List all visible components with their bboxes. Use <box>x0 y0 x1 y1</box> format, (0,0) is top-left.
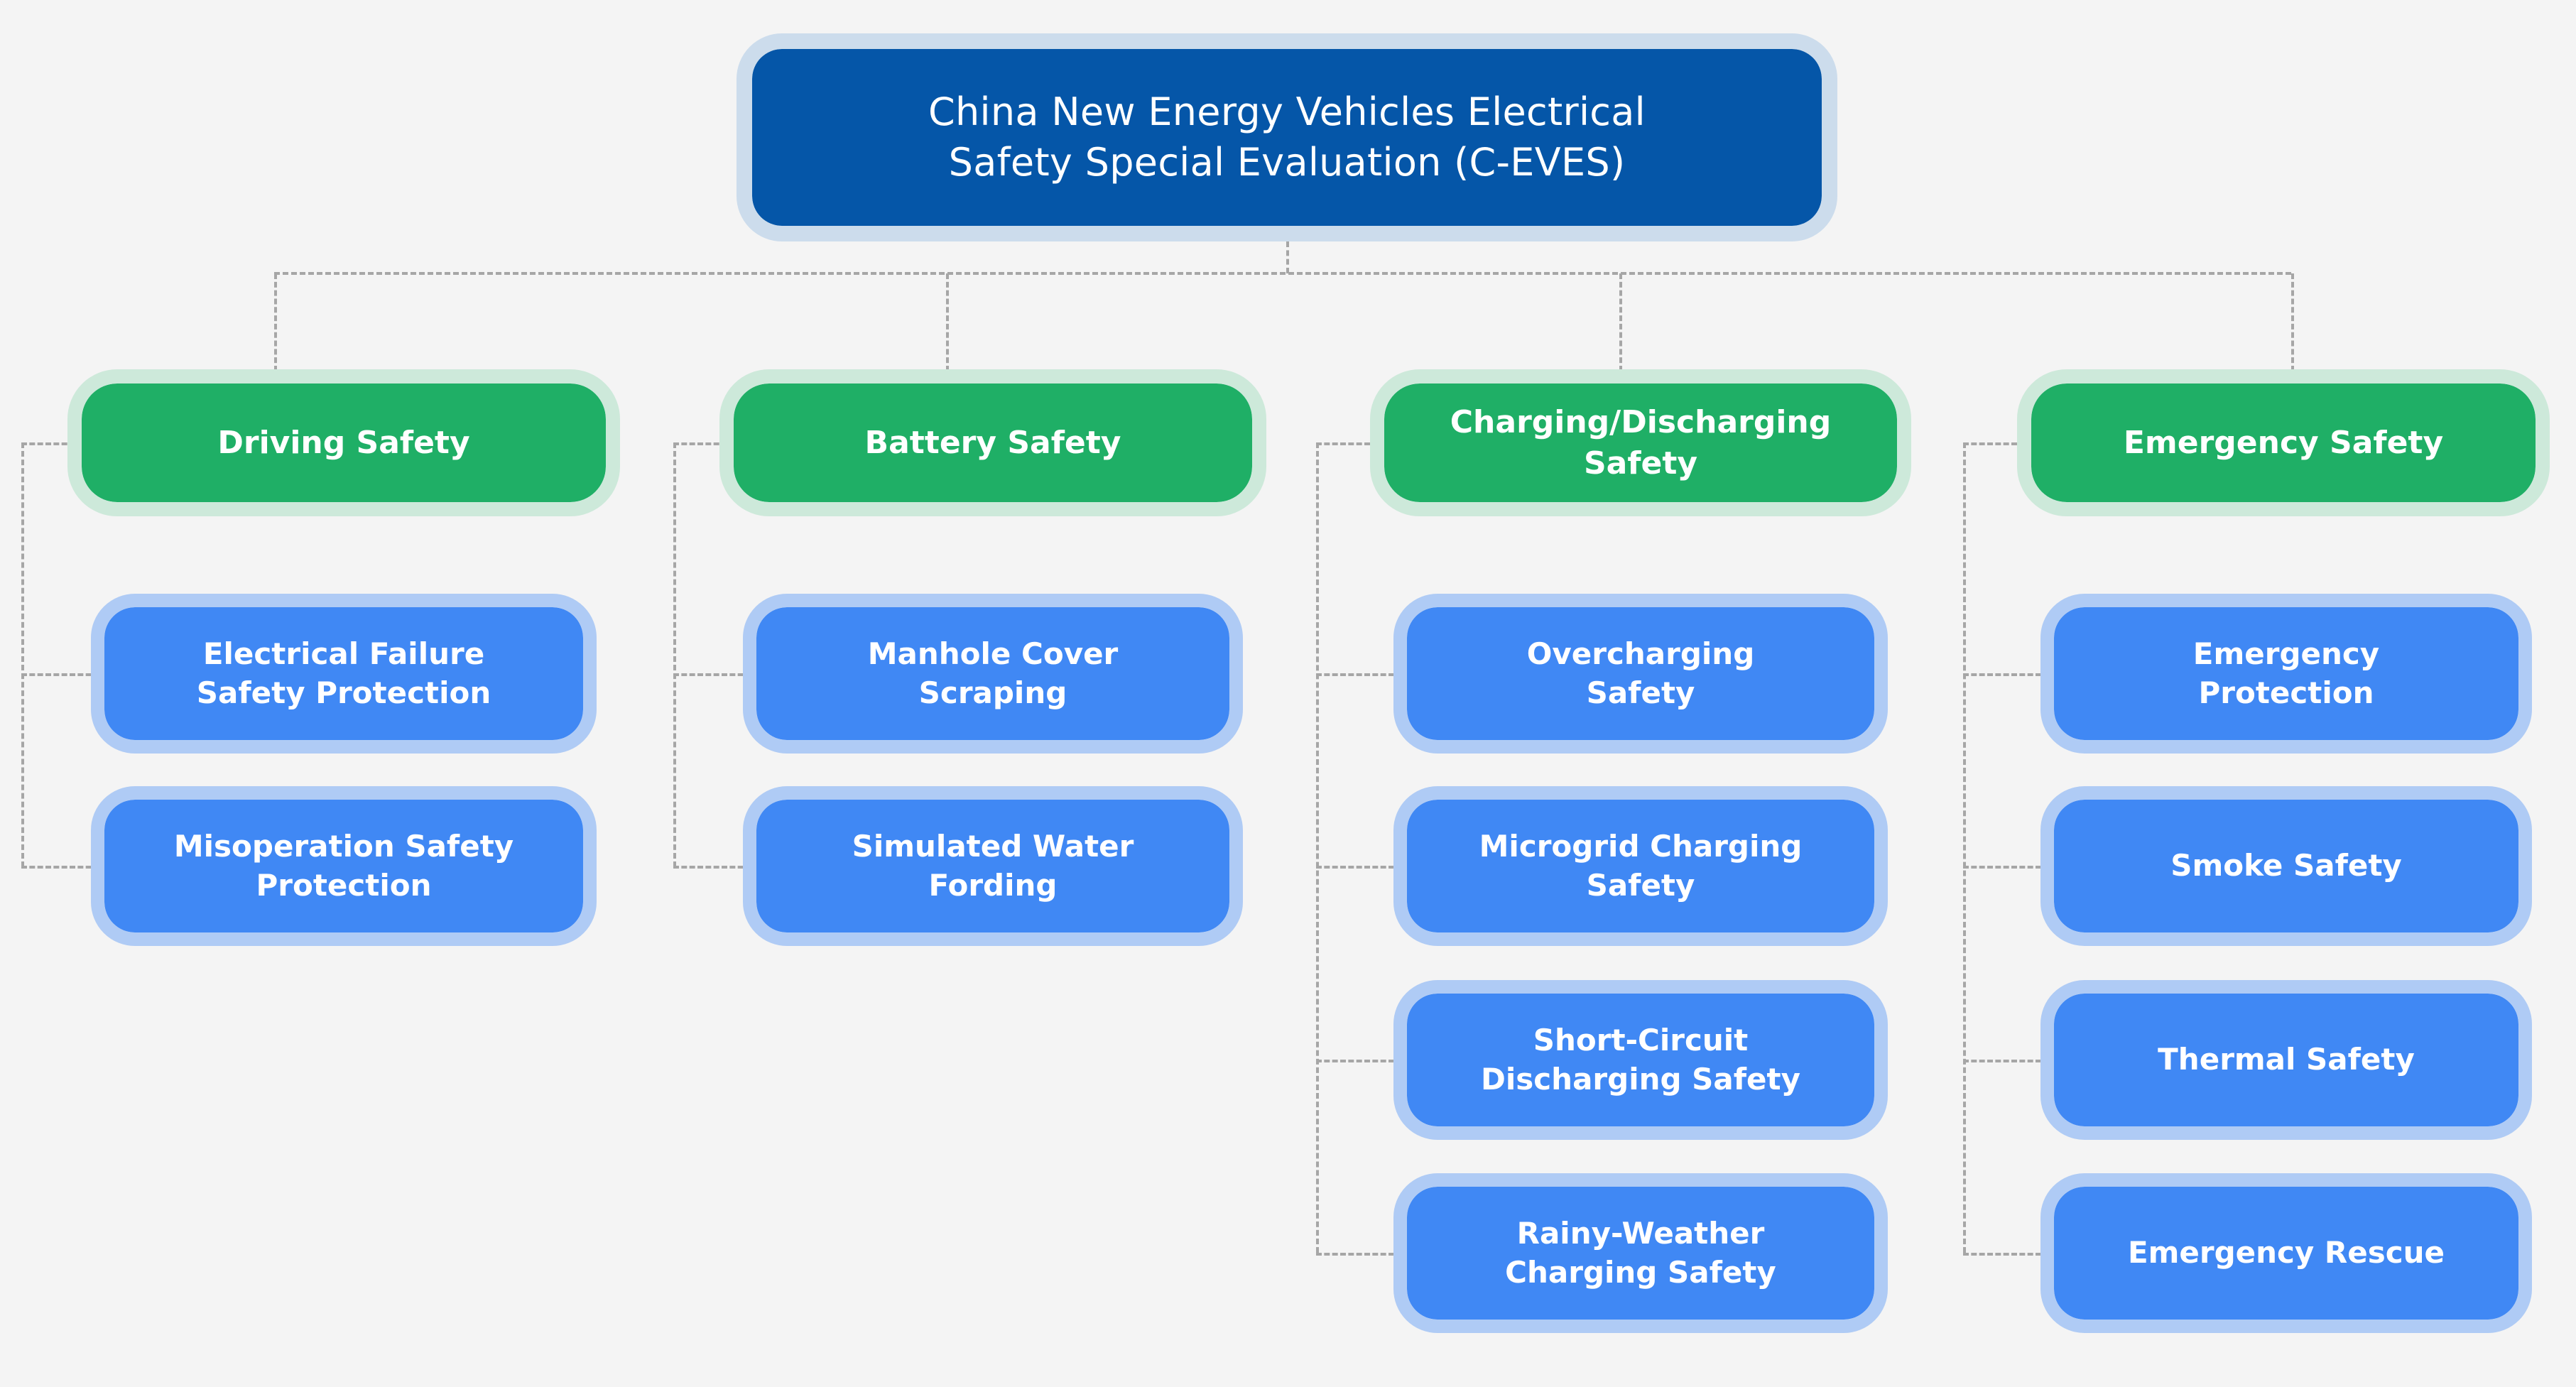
leaf-node-electrical-failure-safety-protection[interactable]: Electrical Failure Safety Protection <box>91 594 597 754</box>
connector-stub-emergency-safety <box>1963 442 2017 445</box>
leaf-node-simulated-water-fording[interactable]: Simulated Water Fording <box>743 786 1243 946</box>
connector-stub-thermal-safety <box>1963 1060 2041 1062</box>
leaf-label-microgrid-charging-safety: Microgrid Charging Safety <box>1479 828 1803 903</box>
leaf-label-overcharging-safety: Overcharging Safety <box>1526 636 1755 710</box>
connector-stub-short-circuit-discharging-safety <box>1316 1060 1394 1062</box>
connector-stub-smoke-safety <box>1963 866 2041 869</box>
category-node-charging-discharging-safety[interactable]: Charging/Discharging Safety <box>1370 369 1911 516</box>
connector-stub-emergency-rescue <box>1963 1253 2041 1256</box>
connector-stub-electrical-failure-safety-protection <box>21 673 99 676</box>
leaf-label-rainy-weather-charging-safety: Rainy-Weather Charging Safety <box>1505 1215 1776 1290</box>
leaf-node-manhole-cover-scraping[interactable]: Manhole Cover Scraping <box>743 594 1243 754</box>
connector-root-bus <box>274 272 2291 275</box>
category-node-driving-safety[interactable]: Driving Safety <box>67 369 620 516</box>
connector-bus-col-4 <box>1963 442 1966 1253</box>
connector-bus-col-3 <box>1316 442 1319 1253</box>
connector-stub-charging-discharging-safety <box>1316 442 1370 445</box>
root-node-c-eves[interactable]: China New Energy Vehicles Electrical Saf… <box>737 33 1837 241</box>
category-label-charging-discharging-safety: Charging/Discharging Safety <box>1450 404 1832 482</box>
connector-stub-battery-safety <box>673 442 727 445</box>
connector-stub-rainy-weather-charging-safety <box>1316 1253 1394 1256</box>
leaf-label-short-circuit-discharging-safety: Short-Circuit Discharging Safety <box>1481 1022 1800 1097</box>
leaf-node-microgrid-charging-safety[interactable]: Microgrid Charging Safety <box>1393 786 1888 946</box>
leaf-label-manhole-cover-scraping: Manhole Cover Scraping <box>867 636 1119 710</box>
leaf-node-smoke-safety[interactable]: Smoke Safety <box>2040 786 2532 946</box>
leaf-node-rainy-weather-charging-safety[interactable]: Rainy-Weather Charging Safety <box>1393 1173 1888 1333</box>
connector-stub-driving-safety <box>21 442 75 445</box>
connector-drop-battery-safety <box>946 273 949 371</box>
leaf-node-misoperation-safety-protection[interactable]: Misoperation Safety Protection <box>91 786 597 946</box>
category-label-driving-safety: Driving Safety <box>217 424 470 461</box>
connector-stub-simulated-water-fording <box>673 866 751 869</box>
connector-stub-manhole-cover-scraping <box>673 673 751 676</box>
leaf-label-smoke-safety: Smoke Safety <box>2170 848 2402 883</box>
category-label-emergency-safety: Emergency Safety <box>2123 424 2444 461</box>
connector-stub-microgrid-charging-safety <box>1316 866 1394 869</box>
leaf-node-emergency-rescue[interactable]: Emergency Rescue <box>2040 1173 2532 1333</box>
connector-drop-charging-discharging-safety <box>1619 273 1622 371</box>
connector-bus-col-2 <box>673 442 676 867</box>
category-node-battery-safety[interactable]: Battery Safety <box>719 369 1266 516</box>
leaf-label-electrical-failure-safety-protection: Electrical Failure Safety Protection <box>196 636 491 710</box>
connector-stub-emergency-protection <box>1963 673 2041 676</box>
leaf-node-overcharging-safety[interactable]: Overcharging Safety <box>1393 594 1888 754</box>
leaf-label-emergency-protection: Emergency Protection <box>2192 636 2380 710</box>
leaf-node-short-circuit-discharging-safety[interactable]: Short-Circuit Discharging Safety <box>1393 980 1888 1140</box>
category-node-emergency-safety[interactable]: Emergency Safety <box>2017 369 2550 516</box>
connector-stub-misoperation-safety-protection <box>21 866 99 869</box>
leaf-label-simulated-water-fording: Simulated Water Fording <box>852 828 1134 903</box>
connector-drop-emergency-safety <box>2291 273 2294 371</box>
leaf-label-thermal-safety: Thermal Safety <box>2158 1042 2415 1077</box>
root-node-label: China New Energy Vehicles Electrical Saf… <box>928 89 1646 185</box>
connector-drop-driving-safety <box>274 273 277 371</box>
category-label-battery-safety: Battery Safety <box>864 424 1121 461</box>
connector-root-stem <box>1286 241 1289 273</box>
leaf-node-emergency-protection[interactable]: Emergency Protection <box>2040 594 2532 754</box>
leaf-node-thermal-safety[interactable]: Thermal Safety <box>2040 980 2532 1140</box>
leaf-label-emergency-rescue: Emergency Rescue <box>2127 1235 2445 1271</box>
connector-stub-overcharging-safety <box>1316 673 1394 676</box>
leaf-label-misoperation-safety-protection: Misoperation Safety Protection <box>173 828 514 903</box>
connector-bus-col-1 <box>21 442 24 867</box>
